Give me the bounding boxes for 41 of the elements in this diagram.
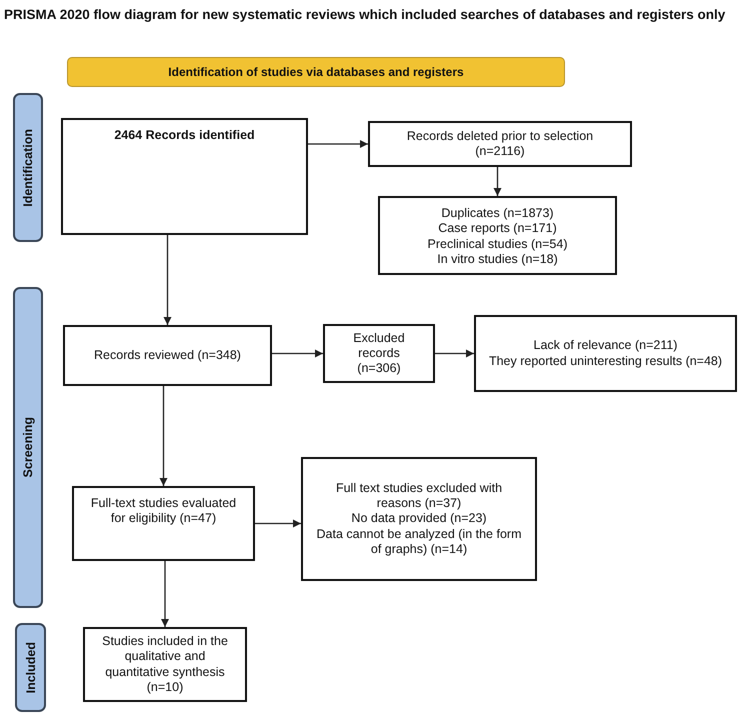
process-box	[368, 121, 632, 167]
phase-band	[13, 93, 43, 242]
box-text: In vitro studies (n=18)	[437, 252, 558, 267]
box-text: Preclinical studies (n=54)	[428, 236, 568, 252]
section-banner	[67, 57, 565, 87]
process-box	[301, 457, 537, 581]
phase-band	[13, 287, 43, 608]
arrow	[435, 350, 474, 358]
box-text: No data provided (n=23)	[351, 511, 487, 527]
process-box	[83, 627, 247, 702]
box-text: Case reports (n=171)	[438, 221, 557, 236]
arrow	[160, 386, 168, 486]
arrow	[494, 167, 502, 196]
arrow	[308, 140, 368, 148]
phase-band	[15, 623, 46, 712]
diagram-title: PRISMA 2020 flow diagram for new systematic reviews which included searches of databases and registers only	[4, 7, 726, 22]
arrow	[272, 350, 323, 358]
box-text: Lack of relevance (n=211)	[534, 338, 678, 354]
phase-label: Screening	[21, 417, 35, 478]
phase-label: Identification	[21, 128, 35, 206]
box-text: Data cannot be analyzed (in the form of graphs) (n=14)	[316, 526, 522, 558]
box-text: Excluded records (n=306)	[352, 330, 406, 376]
arrow	[161, 561, 169, 627]
process-box	[63, 325, 272, 386]
process-box	[323, 324, 435, 383]
process-box	[61, 118, 308, 235]
section-heading: Identification of studies via databases and registers	[168, 65, 464, 79]
process-box	[378, 196, 617, 275]
box-text: Studies included in the qualitative and quantitative synthesis (n=10)	[101, 634, 229, 695]
box-text: Full-text studies evaluated for eligibility (n=47)	[90, 496, 238, 526]
arrow	[255, 520, 301, 528]
box-text: Records deleted prior to selection (n=2116)	[406, 128, 594, 160]
phase-label: Included	[24, 642, 38, 694]
box-text: Full text studies excluded with reasons (n=37)	[334, 480, 504, 512]
process-box	[474, 315, 737, 392]
arrow	[164, 235, 172, 325]
box-heading: 2464 Records identified	[114, 128, 255, 144]
box-text: Duplicates (n=1873)	[441, 206, 554, 222]
box-text: Records reviewed (n=348)	[94, 348, 241, 364]
box-text: They reported uninteresting results (n=48)	[488, 354, 722, 369]
process-box	[72, 486, 255, 561]
